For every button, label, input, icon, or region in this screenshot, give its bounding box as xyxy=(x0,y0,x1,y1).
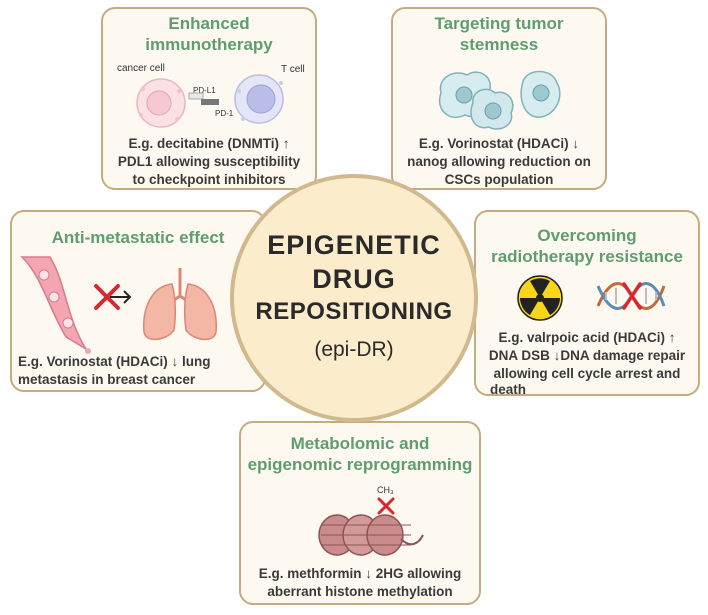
blood-vessel-icon xyxy=(20,256,91,354)
center-title-1: EPIGENETIC xyxy=(267,230,441,260)
radiation-icon xyxy=(517,275,563,321)
radiotherapy-title-1: Overcoming xyxy=(537,226,637,245)
nucleosome-icon xyxy=(318,514,424,556)
immunotherapy-box: Enhanced immunotherapy cancer cell T cel… xyxy=(101,7,317,190)
immunotherapy-title-1: Enhanced xyxy=(168,14,250,33)
metastatic-title: Anti-metastatic effect xyxy=(51,228,225,247)
immunotherapy-desc-3: to checkpoint inhibitors xyxy=(132,172,286,187)
center-title-3: REPOSITIONING xyxy=(255,298,453,325)
stemness-title-2: stemness xyxy=(459,35,539,54)
metastatic-box: Anti-metastatic effect E.g. Vorinostat (… xyxy=(10,210,266,392)
center-circle: EPIGENETIC DRUG REPOSITIONING (epi-DR) xyxy=(230,174,478,422)
ch3-label: CH₃ xyxy=(377,485,394,495)
radiotherapy-desc-3: allowing cell cycle arrest and xyxy=(493,366,681,381)
pd1-label: PD-1 xyxy=(215,109,234,118)
radiotherapy-desc-2: DNA DSB ↓DNA damage repair xyxy=(488,348,686,363)
radiotherapy-desc-4: death xyxy=(490,382,527,397)
metabolomic-desc-2: aberrant histone methylation xyxy=(267,584,453,599)
cancer-cell-label: cancer cell xyxy=(117,63,165,74)
immunotherapy-desc-2: PDL1 allowing susceptibility xyxy=(117,154,301,169)
stemness-box: Targeting tumor stemness E.g. Vorinostat… xyxy=(391,7,607,190)
metabolomic-desc-1: E.g. methformin ↓ 2HG allowing xyxy=(258,566,462,581)
radiotherapy-desc-1: E.g. valrpoic acid (HDACi) ↑ xyxy=(498,330,676,345)
pd-l1-pd-1-binding-icon xyxy=(188,92,219,105)
immunotherapy-desc-1: E.g. decitabine (DNMTi) ↑ xyxy=(128,136,290,151)
cross-mark-icon xyxy=(94,284,132,310)
radiotherapy-title-2: radiotherapy resistance xyxy=(491,247,683,266)
radiotherapy-box: Overcoming radiotherapy resistance E.g. … xyxy=(474,210,700,397)
metabolomic-title-2: epigenomic reprogramming xyxy=(247,455,473,474)
cross-mark-icon xyxy=(377,497,395,515)
stemness-desc-2: nanog allowing reduction on xyxy=(407,154,591,169)
metastatic-desc-1: E.g. Vorinostat (HDACi) ↓ lung xyxy=(18,354,211,369)
metabolomic-title-1: Metabolomic and xyxy=(290,434,430,453)
metabolomic-box: Metabolomic and epigenomic reprogramming… xyxy=(239,421,481,605)
center-title-2: DRUG xyxy=(312,264,396,294)
t-cell-label: T cell xyxy=(281,64,305,75)
cancer-cell-icon xyxy=(136,78,186,128)
dna-icon xyxy=(596,282,666,310)
metastatic-desc-2: metastasis in breast cancer xyxy=(18,372,196,387)
lungs-icon xyxy=(143,268,217,341)
immunotherapy-title-2: immunotherapy xyxy=(145,35,273,54)
stemness-desc-3: CSCs population xyxy=(444,172,554,187)
pdl1-label: PD-L1 xyxy=(193,86,216,95)
stem-cell-icon xyxy=(438,70,561,130)
stemness-desc-1: E.g. Vorinostat (HDACi) ↓ xyxy=(418,136,580,151)
stemness-title-1: Targeting tumor xyxy=(434,14,564,33)
center-title-4: (epi-DR) xyxy=(314,338,394,361)
t-cell-icon xyxy=(234,74,284,124)
